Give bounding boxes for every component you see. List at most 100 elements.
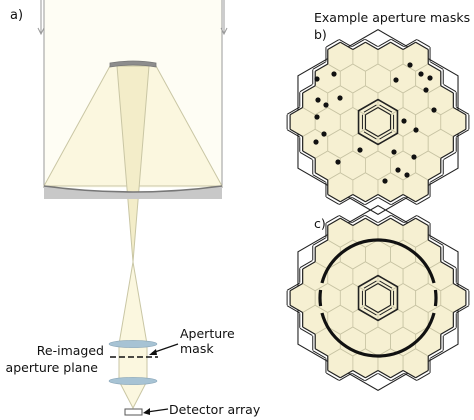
- mirror-edge: [390, 41, 404, 51]
- mirror-edge-offset: [326, 39, 340, 48]
- label-reimaged-line2: aperture plane: [6, 360, 99, 375]
- mirror-edge-offset: [379, 307, 393, 316]
- mirror-edge-offset: [391, 196, 405, 206]
- mirror-edge-offset: [377, 373, 392, 382]
- mirror-edge: [289, 282, 303, 292]
- mirror-edge-offset: [379, 104, 393, 113]
- mirror-edge-offset: [443, 327, 457, 336]
- mirror-edge: [302, 150, 316, 159]
- mirror-edge: [415, 41, 429, 51]
- mirror-edge-offset: [364, 373, 379, 382]
- mask-hole: [357, 147, 363, 153]
- mirror-edge-offset: [351, 214, 365, 224]
- panel-label-c: c): [314, 216, 326, 231]
- mirror-edge-offset: [338, 196, 352, 205]
- collimating-lens: [108, 340, 158, 348]
- mirror-edge-offset: [456, 305, 470, 314]
- mirror-edge: [365, 193, 379, 203]
- mirror-edge-offset: [351, 196, 365, 206]
- mask-hole: [393, 77, 399, 83]
- mirror-edge: [415, 193, 429, 203]
- mirror-edge-offset: [430, 174, 444, 183]
- mirror-outer-rim: [297, 28, 459, 216]
- panel-label-a: a): [10, 8, 23, 23]
- mirror-edge: [365, 304, 379, 314]
- mirror-edge-offset: [430, 350, 444, 359]
- mask-hole: [413, 127, 419, 133]
- mirror-edge-offset: [351, 372, 365, 382]
- mirror-edge-offset: [299, 151, 313, 160]
- mirror-edge: [365, 282, 379, 292]
- mirror-edge-offset: [363, 280, 377, 289]
- mask-hole: [314, 76, 320, 82]
- mirror-edge-offset: [430, 237, 444, 246]
- mirror-edge: [314, 239, 329, 248]
- mask-hole: [411, 154, 417, 160]
- mirror-edge: [377, 282, 391, 292]
- mirror-edge-offset: [338, 39, 352, 48]
- mirror-edge-offset: [312, 350, 326, 359]
- mirror-edge-offset: [286, 106, 300, 115]
- mirror-edge-offset: [377, 214, 392, 223]
- mirror-edge-offset: [299, 84, 313, 93]
- mirror-edge-offset: [364, 197, 379, 206]
- mirror-edge: [352, 217, 366, 227]
- mirror-edge: [402, 369, 416, 379]
- mirror-edge: [440, 85, 454, 94]
- mirror-edge: [427, 172, 442, 181]
- mirror-edge: [427, 63, 442, 72]
- mirror-outer-rim: [297, 204, 459, 392]
- mask-hole: [407, 62, 413, 68]
- mirror-edge-offset: [363, 131, 377, 140]
- mirror-edge-offset: [456, 129, 470, 138]
- mirror-edge-offset: [416, 39, 430, 48]
- mask-hole: [314, 114, 320, 120]
- mirror-edge: [289, 128, 303, 138]
- mirror-edge-offset: [379, 280, 393, 289]
- central-obscuration: [357, 98, 399, 146]
- aperture-mask-arrow: [149, 343, 179, 355]
- mirror-edge-offset: [299, 327, 313, 336]
- mirror-edge: [340, 369, 354, 379]
- mirror-edge: [352, 193, 366, 203]
- mirror-edge-offset: [312, 61, 326, 70]
- mirror-edge: [453, 304, 467, 314]
- mirror-edge-offset: [363, 307, 377, 316]
- mirror-edge-offset: [312, 174, 326, 183]
- mirror-edge-offset: [391, 38, 405, 48]
- mirror-edge-offset: [404, 215, 418, 224]
- mirror-edge-offset: [286, 129, 300, 138]
- mirror-edge: [340, 193, 354, 203]
- mirror-edge: [365, 217, 379, 227]
- mirror-edge: [453, 106, 467, 116]
- label-aperture-line1: Aperture: [180, 326, 235, 341]
- mirror-edge: [365, 128, 379, 138]
- mirror-edge: [365, 106, 379, 116]
- mask-hole: [404, 172, 410, 178]
- mirror-edge-offset: [443, 151, 457, 160]
- mirror-edge: [365, 369, 379, 379]
- mirror-edge-offset: [286, 305, 300, 314]
- detector-array: [124, 408, 143, 416]
- mirror-edge-offset: [377, 38, 392, 47]
- mirror-edge: [453, 282, 467, 292]
- mask-hole: [395, 167, 401, 173]
- mirror-edge-offset: [416, 372, 430, 381]
- mirror-edge-offset: [326, 372, 340, 381]
- mirror-edge-offset: [404, 39, 418, 48]
- mask-hole: [423, 87, 429, 93]
- panel-label-b: b): [314, 27, 327, 42]
- mirror-edge-offset: [364, 38, 379, 47]
- mirror-edge-offset: [299, 260, 313, 269]
- label-detector: Detector array: [169, 402, 261, 417]
- central-obscuration: [357, 274, 399, 322]
- mirror-edge: [377, 369, 391, 379]
- mask-hole: [323, 102, 329, 108]
- mirror-edge-offset: [443, 84, 457, 93]
- focusing-lens: [108, 377, 158, 385]
- nonredundant-mask-b: [286, 28, 470, 216]
- incoming-light-arrows: [37, 0, 228, 36]
- mirror-edge-offset: [363, 104, 377, 113]
- mirror-edge: [365, 41, 379, 51]
